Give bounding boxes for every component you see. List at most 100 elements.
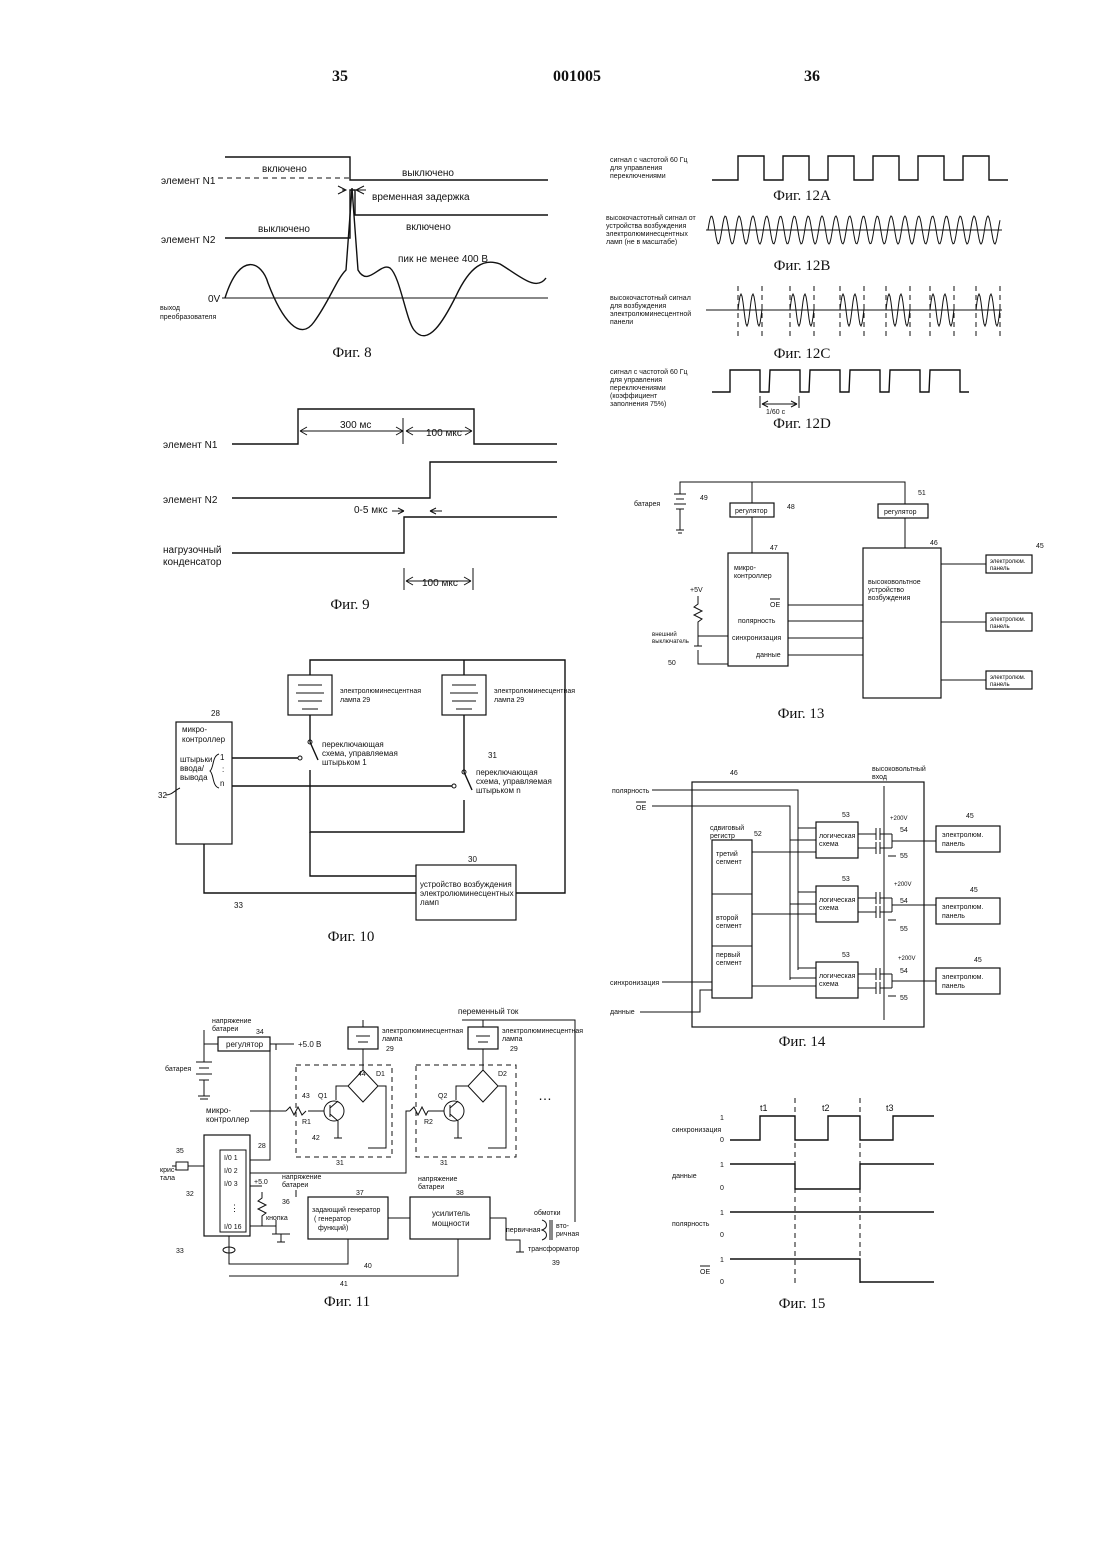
fig11-iodots: ⋮ (230, 1203, 239, 1213)
fig14-ref-55b: 55 (900, 926, 908, 933)
fig8-n2-off: выключено (258, 224, 310, 235)
fig9-n1-label: элемент N1 (163, 440, 218, 451)
fig11-ref-31a: 31 (336, 1160, 344, 1167)
fig11-amp-1: усилитель (432, 1209, 470, 1218)
fig13-ref-51: 51 (918, 490, 926, 497)
fig11-ref-42: 42 (312, 1135, 320, 1142)
fig15-oe-0: 0 (720, 1279, 724, 1286)
fig10-lamp-a-1: электролюминесцентная (340, 688, 421, 695)
fig10-lamp-b-1: электролюминесцентная (494, 688, 575, 695)
fig11-bridge-1 (336, 1049, 386, 1148)
fig11-ref-35: 35 (176, 1148, 184, 1155)
figure-8: элемент N1 включено выключено временная … (160, 157, 548, 361)
fig10-ref-30: 30 (468, 855, 477, 864)
fig14-ref-45c: 45 (974, 957, 982, 964)
fig15-data-1: 1 (720, 1162, 724, 1169)
fig14-v200b: +200V (894, 882, 912, 888)
fig14-shift-1: сдвиговый (710, 824, 744, 832)
fig13-ref-45: 45 (1036, 543, 1044, 550)
fig9-n2-label: элемент N2 (163, 495, 218, 506)
fig12c-4: панели (610, 319, 633, 326)
fig11-ref-44: 44 (358, 1071, 366, 1078)
fig14-polarity: полярность (612, 788, 650, 795)
fig12c-caption: Фиг. 12С (774, 346, 831, 362)
fig12b-1: высокочастотный сигнал от (606, 214, 696, 222)
fig12c-gate-markers (738, 286, 1000, 336)
fig14-v200c: +200V (898, 956, 916, 962)
fig8-output-wave (225, 188, 546, 336)
fig11-r2-label: R2 (424, 1119, 433, 1126)
fig11-io3: I/0 3 (224, 1181, 238, 1188)
page-number-left: 35 (332, 68, 348, 85)
fig14-seg1-2: сегмент (716, 960, 743, 967)
fig11-lamp-b-1: электролюминесцентная (502, 1028, 583, 1035)
fig15-data: данные (672, 1173, 697, 1180)
fig11-q1-label: Q1 (318, 1093, 327, 1100)
fig10-pin-n: n (220, 779, 224, 788)
fig10-pin1-node (298, 756, 302, 760)
fig13-plus5: +5V (690, 587, 703, 594)
fig12a-caption: Фиг. 12А (773, 188, 831, 204)
fig14-v200a: +200V (890, 816, 908, 822)
fig13-reg-a: регулятор (735, 508, 768, 515)
fig12d-period-arrow (760, 396, 799, 408)
fig13-mc-1: микро- (734, 565, 757, 572)
fig14-logic-2 (816, 886, 858, 922)
fig15-pol-1: 1 (720, 1210, 724, 1217)
fig11-battery: батарея (165, 1065, 191, 1073)
fig9-n1-wave (232, 409, 557, 444)
fig10-driver-in (310, 832, 416, 876)
fig13-panel-a-2: панель (990, 566, 1010, 572)
fig15-sync-wave (730, 1116, 934, 1140)
fig9-t100a: 100 мкс (426, 428, 462, 439)
fig11-gen-bat-1: напряжение (282, 1174, 322, 1181)
document-number: 001005 (553, 68, 601, 85)
fig14-logic-1 (816, 962, 858, 998)
fig11-bat-v-1: напряжение (212, 1018, 252, 1025)
figure-10: 28 микро- контроллер штырьки ввода/ выво… (158, 660, 575, 945)
fig14-ref-55c: 55 (900, 995, 908, 1002)
fig11-gen-3: функций) (318, 1224, 348, 1232)
fig14-ref-46: 46 (730, 770, 738, 777)
fig12b-4: ламп (не в масштабе) (606, 238, 677, 246)
fig11-button: кнопка (266, 1215, 288, 1222)
fig14-ref-54c: 54 (900, 968, 908, 975)
fig12c-3: электролюминесцентной (610, 310, 691, 318)
fig10-swn-1: переключающая (476, 768, 538, 777)
fig12d-4: (коэффициент (610, 393, 658, 400)
fig13-switch-circuit (694, 596, 728, 664)
fig12a-3: переключениями (610, 173, 666, 180)
fig10-mc-1: микро- (182, 725, 207, 734)
fig12a-square-wave (712, 156, 1008, 180)
fig11-plus5b: +5.0 (254, 1179, 268, 1186)
fig11-amp-bat-1: напряжение (418, 1176, 458, 1183)
figure-12: сигнал с частотой 60 Гц для управления п… (606, 156, 1008, 432)
fig13-hv-driver-box (863, 548, 941, 698)
fig13-panel-b-1: электролюм. (990, 617, 1026, 623)
fig11-lamp-a-2: лампа (382, 1036, 403, 1043)
fig8-caption: Фиг. 8 (332, 345, 371, 361)
fig12d-5: заполнения 75%) (610, 401, 666, 408)
page-header: 35 001005 36 (332, 68, 820, 85)
fig10-pins-3: вывода (180, 773, 208, 782)
fig11-secondary-1: вто- (556, 1223, 570, 1230)
fig9-n2-wave (232, 462, 557, 498)
fig12d-period: 1/60 с (766, 409, 786, 416)
fig11-ref-36: 36 (282, 1199, 290, 1206)
fig10-pins-1: штырьки (180, 755, 212, 764)
fig14-ref-55a: 55 (900, 853, 908, 860)
fig11-lamp-b (468, 1027, 498, 1049)
fig10-lamp-a-2: лампа 29 (340, 697, 370, 704)
fig15-caption: Фиг. 15 (779, 1296, 826, 1312)
fig15-t2: t2 (822, 1103, 830, 1113)
fig14-panel-b (936, 898, 1000, 924)
fig11-io16: I/0 16 (224, 1224, 242, 1231)
fig13-panel-c-1: электролюм. (990, 675, 1026, 681)
fig8-peak: пик не менее 400 В (398, 254, 488, 265)
fig13-ref-50: 50 (668, 660, 676, 667)
fig11-dots: … (538, 1087, 552, 1103)
fig15-pol-0: 0 (720, 1232, 724, 1239)
fig11-amp-wires (490, 1218, 524, 1252)
fig12d-caption: Фиг. 12D (773, 416, 831, 432)
